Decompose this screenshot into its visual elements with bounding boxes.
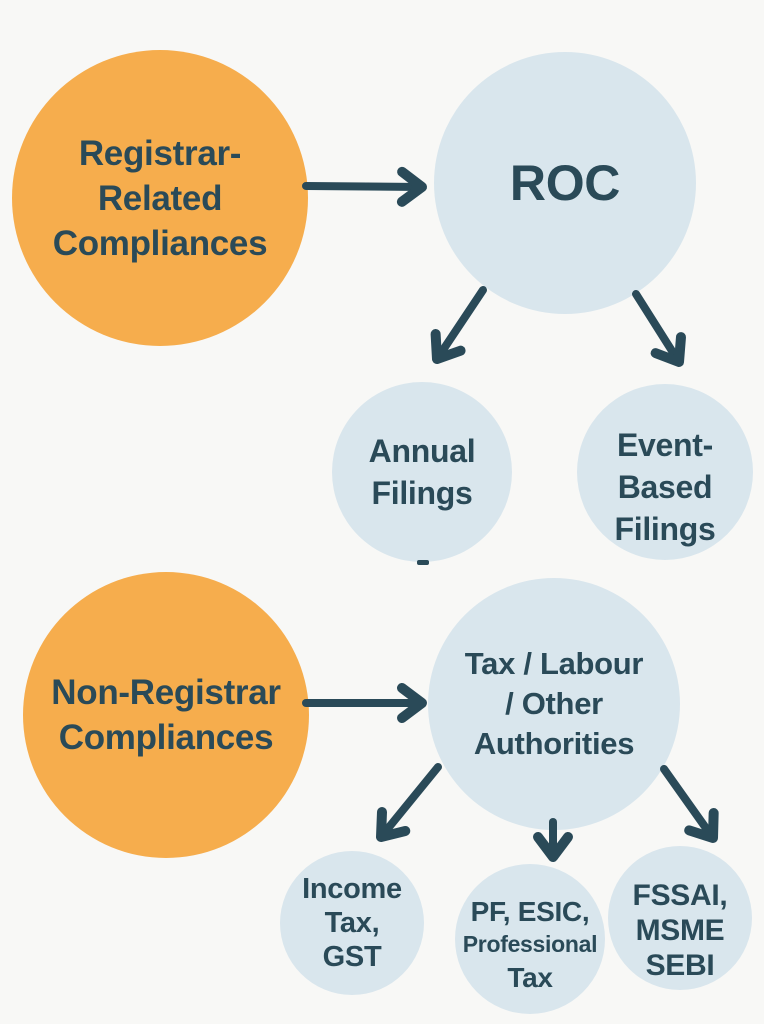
tax-labour-other-authorities-node: Tax / Labour / Other Authorities bbox=[428, 578, 680, 830]
node-label-line: ROC bbox=[509, 155, 621, 211]
income-tax-gst-node: Income Tax, GST bbox=[280, 851, 424, 995]
registrar-related-compliances-node: Registrar- Related Compliances bbox=[12, 50, 308, 346]
node-label-line: PF, ESIC, bbox=[470, 895, 590, 927]
node-label-line: Based bbox=[617, 469, 713, 505]
arrow-roc-to-annual-filings bbox=[430, 286, 487, 364]
node-label-line: Event- bbox=[617, 427, 713, 463]
arrow-registrar-to-roc bbox=[302, 166, 427, 207]
node-label-line: Filings bbox=[614, 511, 716, 547]
node-label-line: Related bbox=[97, 178, 223, 218]
event-based-filings-node: Event- Based Filings bbox=[577, 384, 753, 560]
node-label-line: Annual bbox=[368, 433, 476, 469]
arrow-tax-to-fssai-msme-sebi bbox=[660, 765, 719, 843]
annual-filings-node: Annual Filings bbox=[332, 382, 512, 562]
arrow-tax-to-income-tax-gst bbox=[376, 763, 442, 842]
node-label-line: MSME bbox=[635, 913, 725, 947]
node-label-line: Professional bbox=[462, 930, 598, 957]
node-label-line: Compliances bbox=[52, 223, 268, 263]
node-label-line: Filings bbox=[371, 475, 473, 511]
node-label-line: Non-Registrar bbox=[51, 673, 281, 712]
roc-node: ROC bbox=[434, 52, 696, 314]
node-label-line: Tax / Labour bbox=[464, 646, 644, 681]
node-label-line: / Other bbox=[505, 686, 603, 721]
stray-mark bbox=[417, 560, 429, 565]
arrow-roc-to-event-based-filings bbox=[632, 290, 686, 367]
node-label-line: SEBI bbox=[645, 948, 715, 982]
node-label-line: Tax bbox=[507, 961, 553, 993]
node-label-line: Compliances bbox=[58, 718, 274, 757]
node-label-line: Income bbox=[302, 873, 402, 905]
fssai-msme-sebi-node: FSSAI, MSME SEBI bbox=[608, 846, 752, 990]
node-label-line: FSSAI, bbox=[632, 878, 728, 912]
node-label-line: Authorities bbox=[473, 726, 635, 761]
node-label-line: GST bbox=[322, 941, 382, 973]
pf-esic-professional-tax-node: PF, ESIC, Professional Tax bbox=[455, 864, 605, 1014]
node-label-line: Registrar- bbox=[78, 133, 242, 173]
node-label-line: Tax, bbox=[324, 907, 380, 939]
non-registrar-compliances-node: Non-Registrar Compliances bbox=[23, 572, 309, 858]
